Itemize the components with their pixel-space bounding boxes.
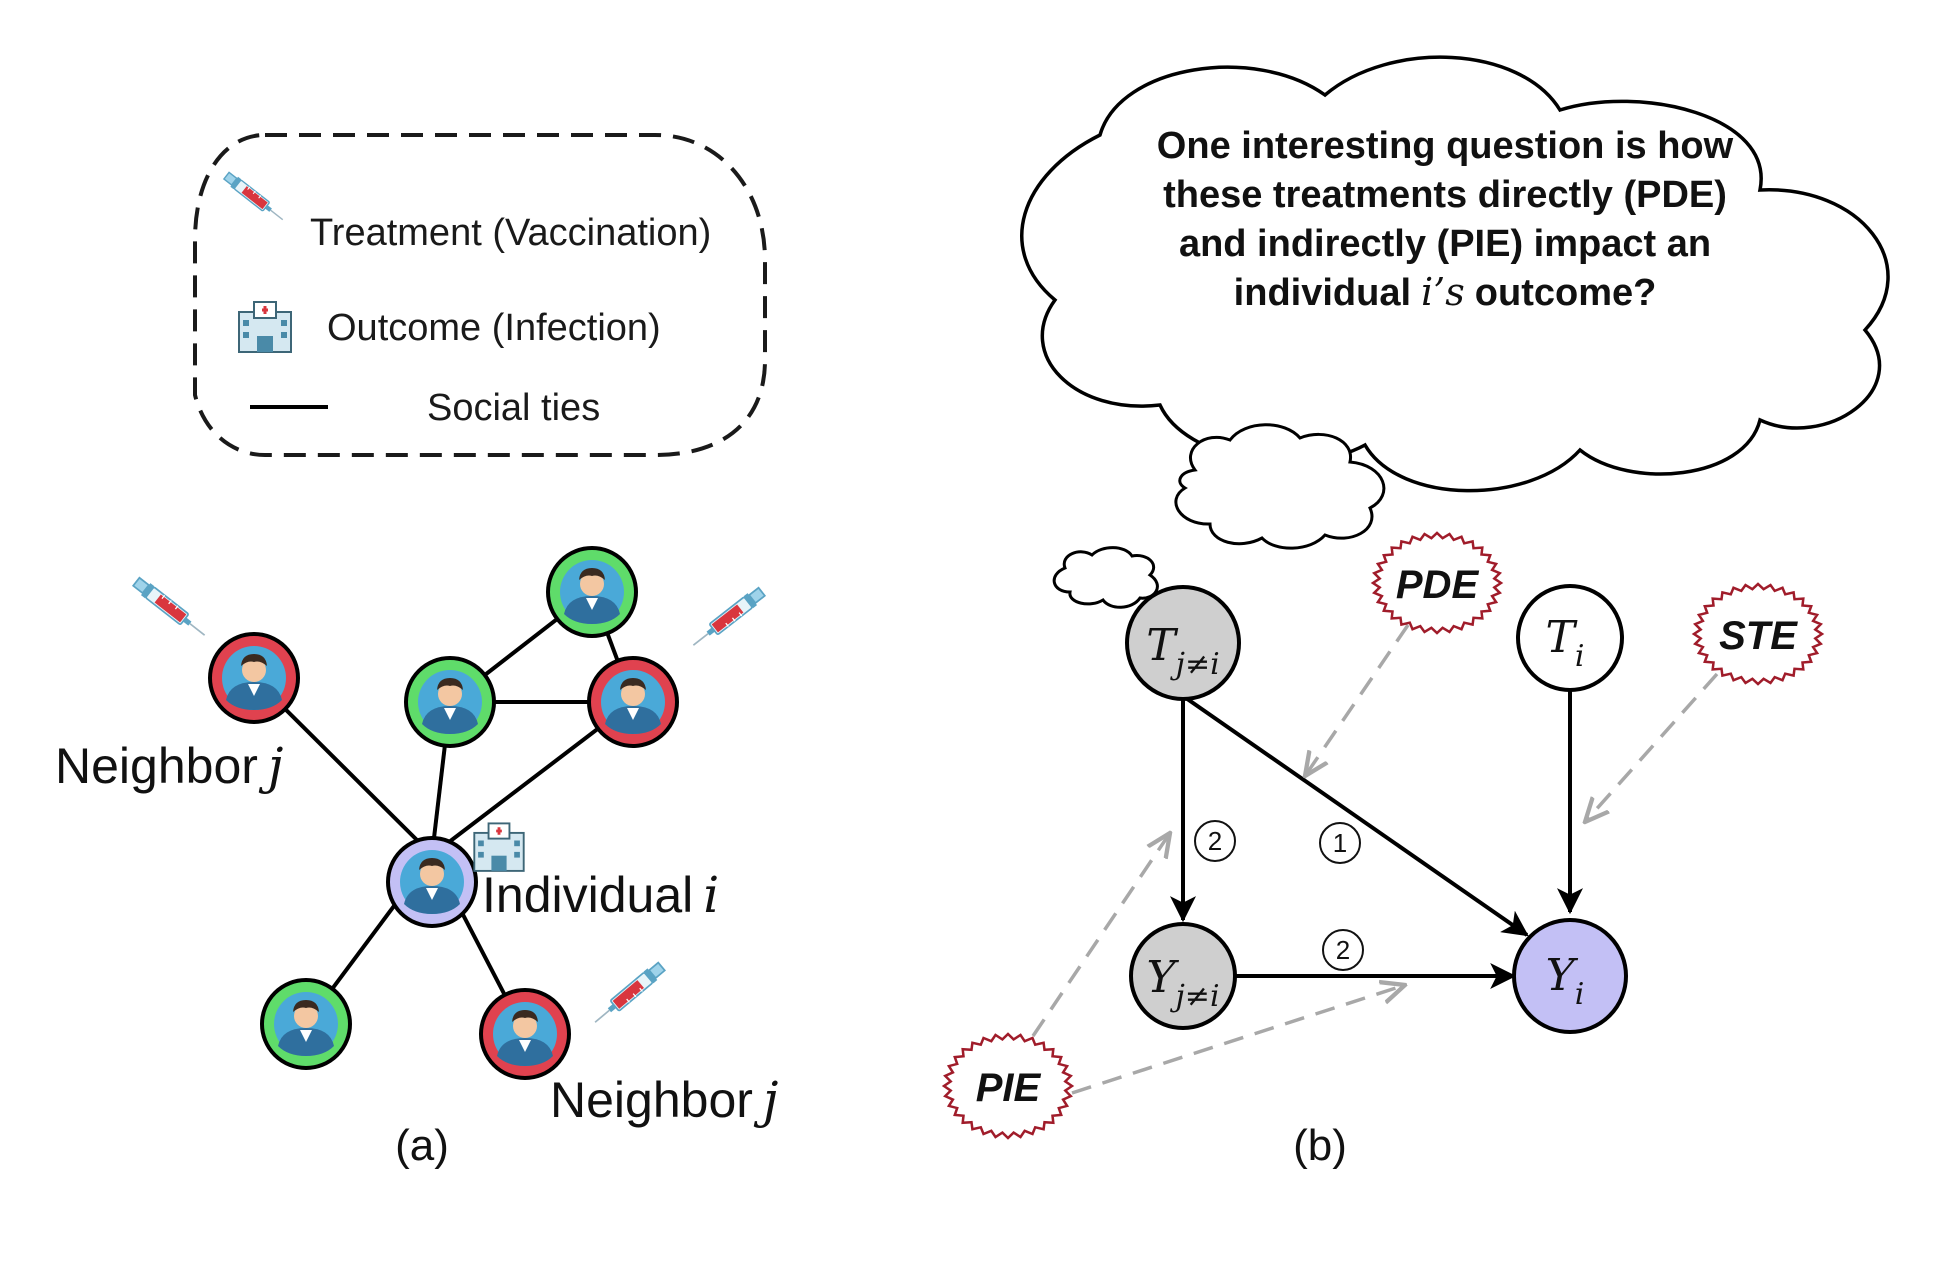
untreated-node-mid [404, 656, 496, 748]
syringe-icon [687, 584, 768, 653]
individual-i-node [386, 836, 478, 928]
thought-cloud-large [1020, 55, 1890, 493]
syringe-icon [130, 574, 211, 643]
svg-text:PDE: PDE [1396, 563, 1480, 607]
path-marker-2-horizontal: 2 [1322, 929, 1364, 971]
panel-b-caption: (b) [1293, 1121, 1347, 1170]
svg-text:PIE: PIE [976, 1066, 1042, 1110]
treated-node-right [587, 656, 679, 748]
pie-pointer-lower [1071, 985, 1405, 1095]
syringe-icon [221, 170, 288, 226]
svg-text:1: 1 [1333, 828, 1347, 858]
untreated-node-bottom-left [260, 978, 352, 1070]
neighbor-node-top-left [208, 632, 300, 724]
hospital-icon [237, 300, 293, 354]
syringe-icon [589, 959, 668, 1029]
svg-text:STE: STE [1719, 614, 1798, 658]
node-T-i: Ti [1516, 584, 1624, 692]
thought-cloud-small [1052, 546, 1159, 609]
neighbor-node-bottom [479, 988, 571, 1080]
pie-pointer-upper [1031, 833, 1170, 1037]
effect-pointers [1031, 624, 1719, 1095]
legend-box: Treatment (Vaccination) Outcome (Infecti… [193, 133, 767, 457]
path-marker-1: 1 [1319, 822, 1361, 864]
svg-text:Yj≠i: Yj≠i [1146, 952, 1219, 1014]
panel-a-caption: (a) [395, 1121, 449, 1170]
svg-text:2: 2 [1208, 826, 1222, 856]
legend-social-ties-label: Social ties [427, 387, 600, 429]
svg-text:Ti: Ti [1546, 612, 1585, 674]
node-Y-i: Yi [1512, 918, 1628, 1034]
thought-cloud-medium [1174, 423, 1386, 550]
question-line-2: these treatments directly (PDE) [1163, 174, 1727, 216]
edge-T-neighbors-to-Y-i [1181, 694, 1529, 937]
research-question: One interesting question is how these tr… [1157, 125, 1734, 314]
pde-pointer [1305, 624, 1410, 776]
node-Y-neighbors: Yj≠i [1129, 922, 1237, 1030]
node-T-neighbors: Tj≠i [1125, 585, 1241, 701]
question-line-3: and indirectly (PIE) impact an [1179, 223, 1711, 265]
svg-text:Tj≠i: Tj≠i [1146, 620, 1219, 682]
causal-edges [1170, 689, 1583, 989]
hospital-icon [472, 821, 526, 873]
ste-tag: STE [1691, 582, 1825, 686]
svg-text:2: 2 [1336, 935, 1350, 965]
ste-pointer [1585, 672, 1719, 822]
path-marker-2-vertical: 2 [1194, 820, 1236, 862]
svg-text:Yi: Yi [1546, 950, 1585, 1012]
legend-treatment-label: Treatment (Vaccination) [310, 212, 711, 254]
pde-tag: PDE [1370, 531, 1504, 635]
pie-tag: PIE [941, 1032, 1075, 1140]
legend-outcome-label: Outcome (Infection) [327, 307, 661, 349]
question-line-1: One interesting question is how [1157, 125, 1734, 167]
untreated-node-top [546, 546, 638, 638]
